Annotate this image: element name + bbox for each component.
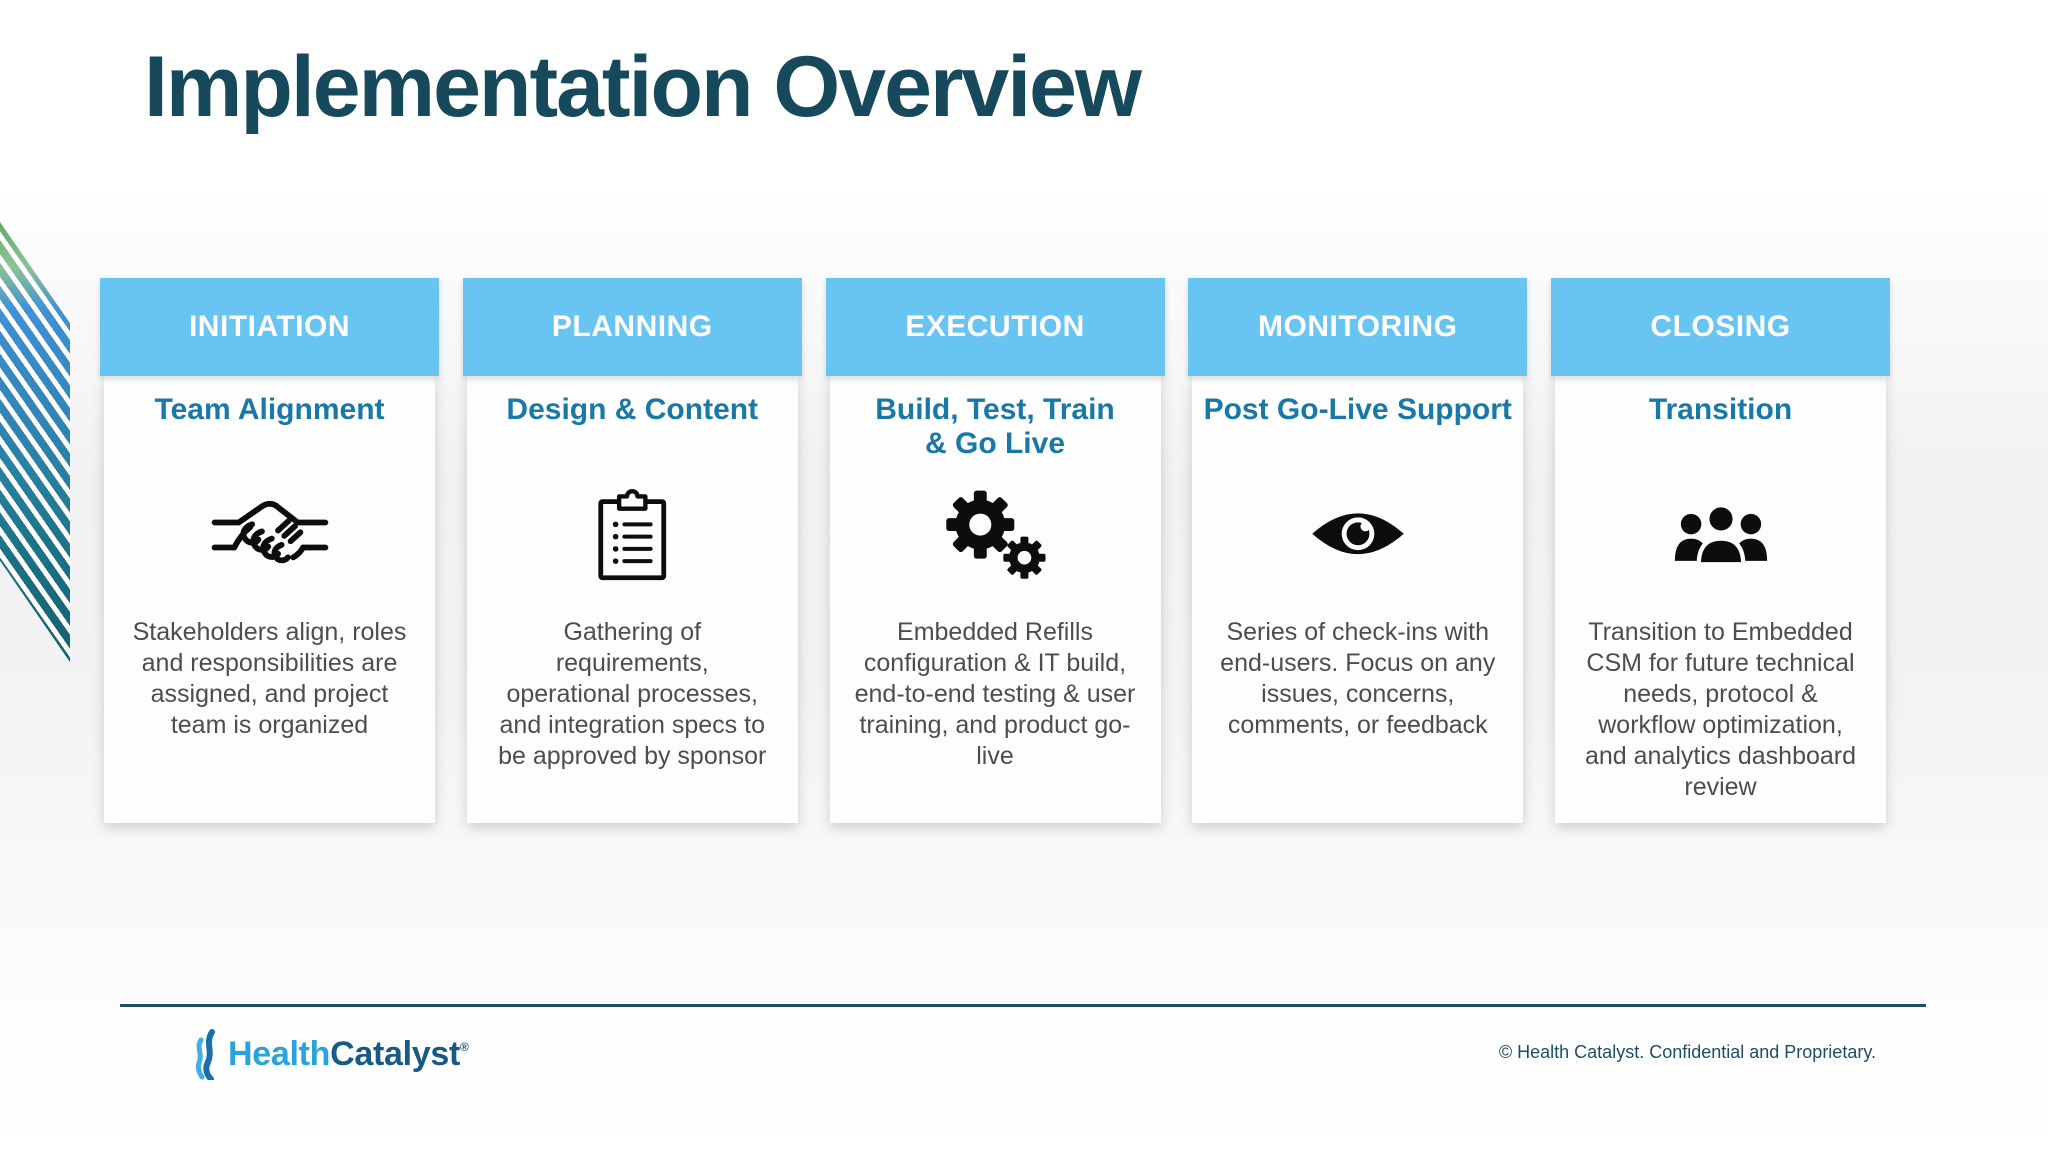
logo-text-health: Health: [228, 1034, 331, 1073]
phase-card-execution: EXECUTION Build, Test, Train & Go Live: [825, 278, 1165, 823]
phase-iconbox: [1555, 464, 1886, 604]
phase-subtitle: Post Go-Live Support: [1203, 393, 1512, 426]
phase-cards-row: INITIATION Team Alignment Stakeholders a…: [100, 278, 1890, 823]
phase-header: PLANNING: [462, 278, 802, 376]
logo-text-catalyst: Catalyst: [330, 1034, 460, 1073]
phase-header: CLOSING: [1551, 278, 1890, 376]
registered-mark: ®: [460, 1039, 469, 1054]
health-catalyst-logo: HealthCatalyst®: [192, 1026, 469, 1082]
phase-description: Transition to Embedded CSM for future te…: [1584, 618, 1857, 801]
gears-icon: [946, 490, 1046, 579]
diagonal-stripes-decoration: [0, 222, 70, 662]
phase-card-closing: CLOSING Transition Transition to Embedde…: [1551, 278, 1890, 823]
eye-icon: [1312, 513, 1404, 555]
phase-iconbox: [467, 464, 798, 604]
copyright-text: © Health Catalyst. Confidential and Prop…: [1498, 1042, 1876, 1062]
phase-card-monitoring: MONITORING Post Go-Live Support Series o…: [1188, 278, 1528, 823]
phase-subtitle: Team Alignment: [154, 393, 385, 426]
phase-iconbox: [830, 464, 1161, 604]
phase-iconbox: [1192, 464, 1523, 604]
phase-description: Gathering of requirements, operational p…: [498, 618, 767, 770]
logo-wordmark: HealthCatalyst®: [228, 1035, 469, 1074]
phase-header: MONITORING: [1188, 278, 1528, 376]
clipboard-icon: [598, 489, 667, 581]
phase-subtitle: Design & Content: [506, 393, 759, 426]
flame-icon: [195, 1029, 215, 1080]
phase-header: INITIATION: [100, 278, 439, 376]
phase-subtitle: Transition: [1648, 393, 1793, 426]
page-title: Implementation Overview: [144, 39, 1142, 135]
phase-card-initiation: INITIATION Team Alignment Stakeholders a…: [100, 278, 439, 823]
phase-description: Series of check-ins with end-users. Focu…: [1220, 618, 1496, 739]
people-icon: [1674, 502, 1767, 567]
handshake-icon: [211, 500, 328, 564]
phase-description: Embedded Refills configuration & IT buil…: [854, 618, 1136, 770]
phase-subtitle: Build, Test, Train & Go Live: [875, 393, 1115, 460]
phase-iconbox: [104, 464, 435, 604]
phase-description: Stakeholders align, roles and responsibi…: [132, 618, 407, 739]
phase-card-planning: PLANNING Design & Content Gathering of r…: [462, 278, 802, 823]
phase-header: EXECUTION: [825, 278, 1165, 376]
footer-divider: [120, 1004, 1926, 1007]
